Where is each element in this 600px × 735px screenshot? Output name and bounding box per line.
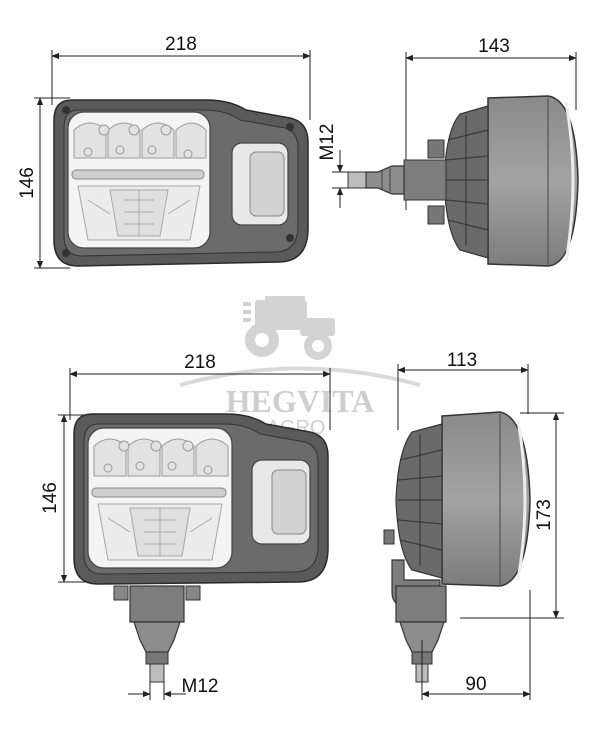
- watermark-brand: HEGVITA: [226, 383, 375, 419]
- screw-icon: [286, 234, 294, 242]
- side-view-bottom: 113 173 90: [383, 350, 564, 700]
- lamp-body-side: [487, 95, 579, 267]
- heatsink-fins: [395, 423, 443, 579]
- side-view-top: 143 M12: [317, 36, 579, 267]
- dim-label-thread: M12: [182, 676, 219, 697]
- dim-label-thread: M12: [317, 124, 338, 161]
- screw-icon: [286, 123, 294, 131]
- mount-block: [129, 585, 185, 623]
- drl-strip: [71, 169, 205, 180]
- led-cluster: [73, 122, 207, 159]
- dim-label-depth: 143: [478, 36, 510, 57]
- dim-label-height: 146: [17, 167, 38, 199]
- drl-strip: [91, 487, 227, 498]
- dim-label-mount: 90: [465, 674, 486, 695]
- screw-icon: [62, 106, 70, 114]
- lamp-body-side: [441, 411, 531, 587]
- tractor-icon: [243, 296, 335, 360]
- dim-label-depth: 113: [447, 350, 477, 371]
- dim-label-width: 218: [165, 34, 197, 55]
- watermark-swoosh: [179, 366, 421, 387]
- led-cluster: [93, 438, 229, 477]
- connector-stud: [133, 621, 181, 653]
- screw-icon: [62, 249, 70, 257]
- reflector: [77, 185, 201, 241]
- dim-label-height: 173: [534, 499, 555, 531]
- connector-stud: [365, 165, 405, 195]
- front-view-bottom: 218 146: [40, 352, 331, 700]
- dim-label-height: 146: [40, 482, 61, 514]
- dim-label-width: 218: [184, 352, 216, 373]
- reflector: [97, 503, 223, 561]
- front-view-top: 218 146: [17, 34, 311, 269]
